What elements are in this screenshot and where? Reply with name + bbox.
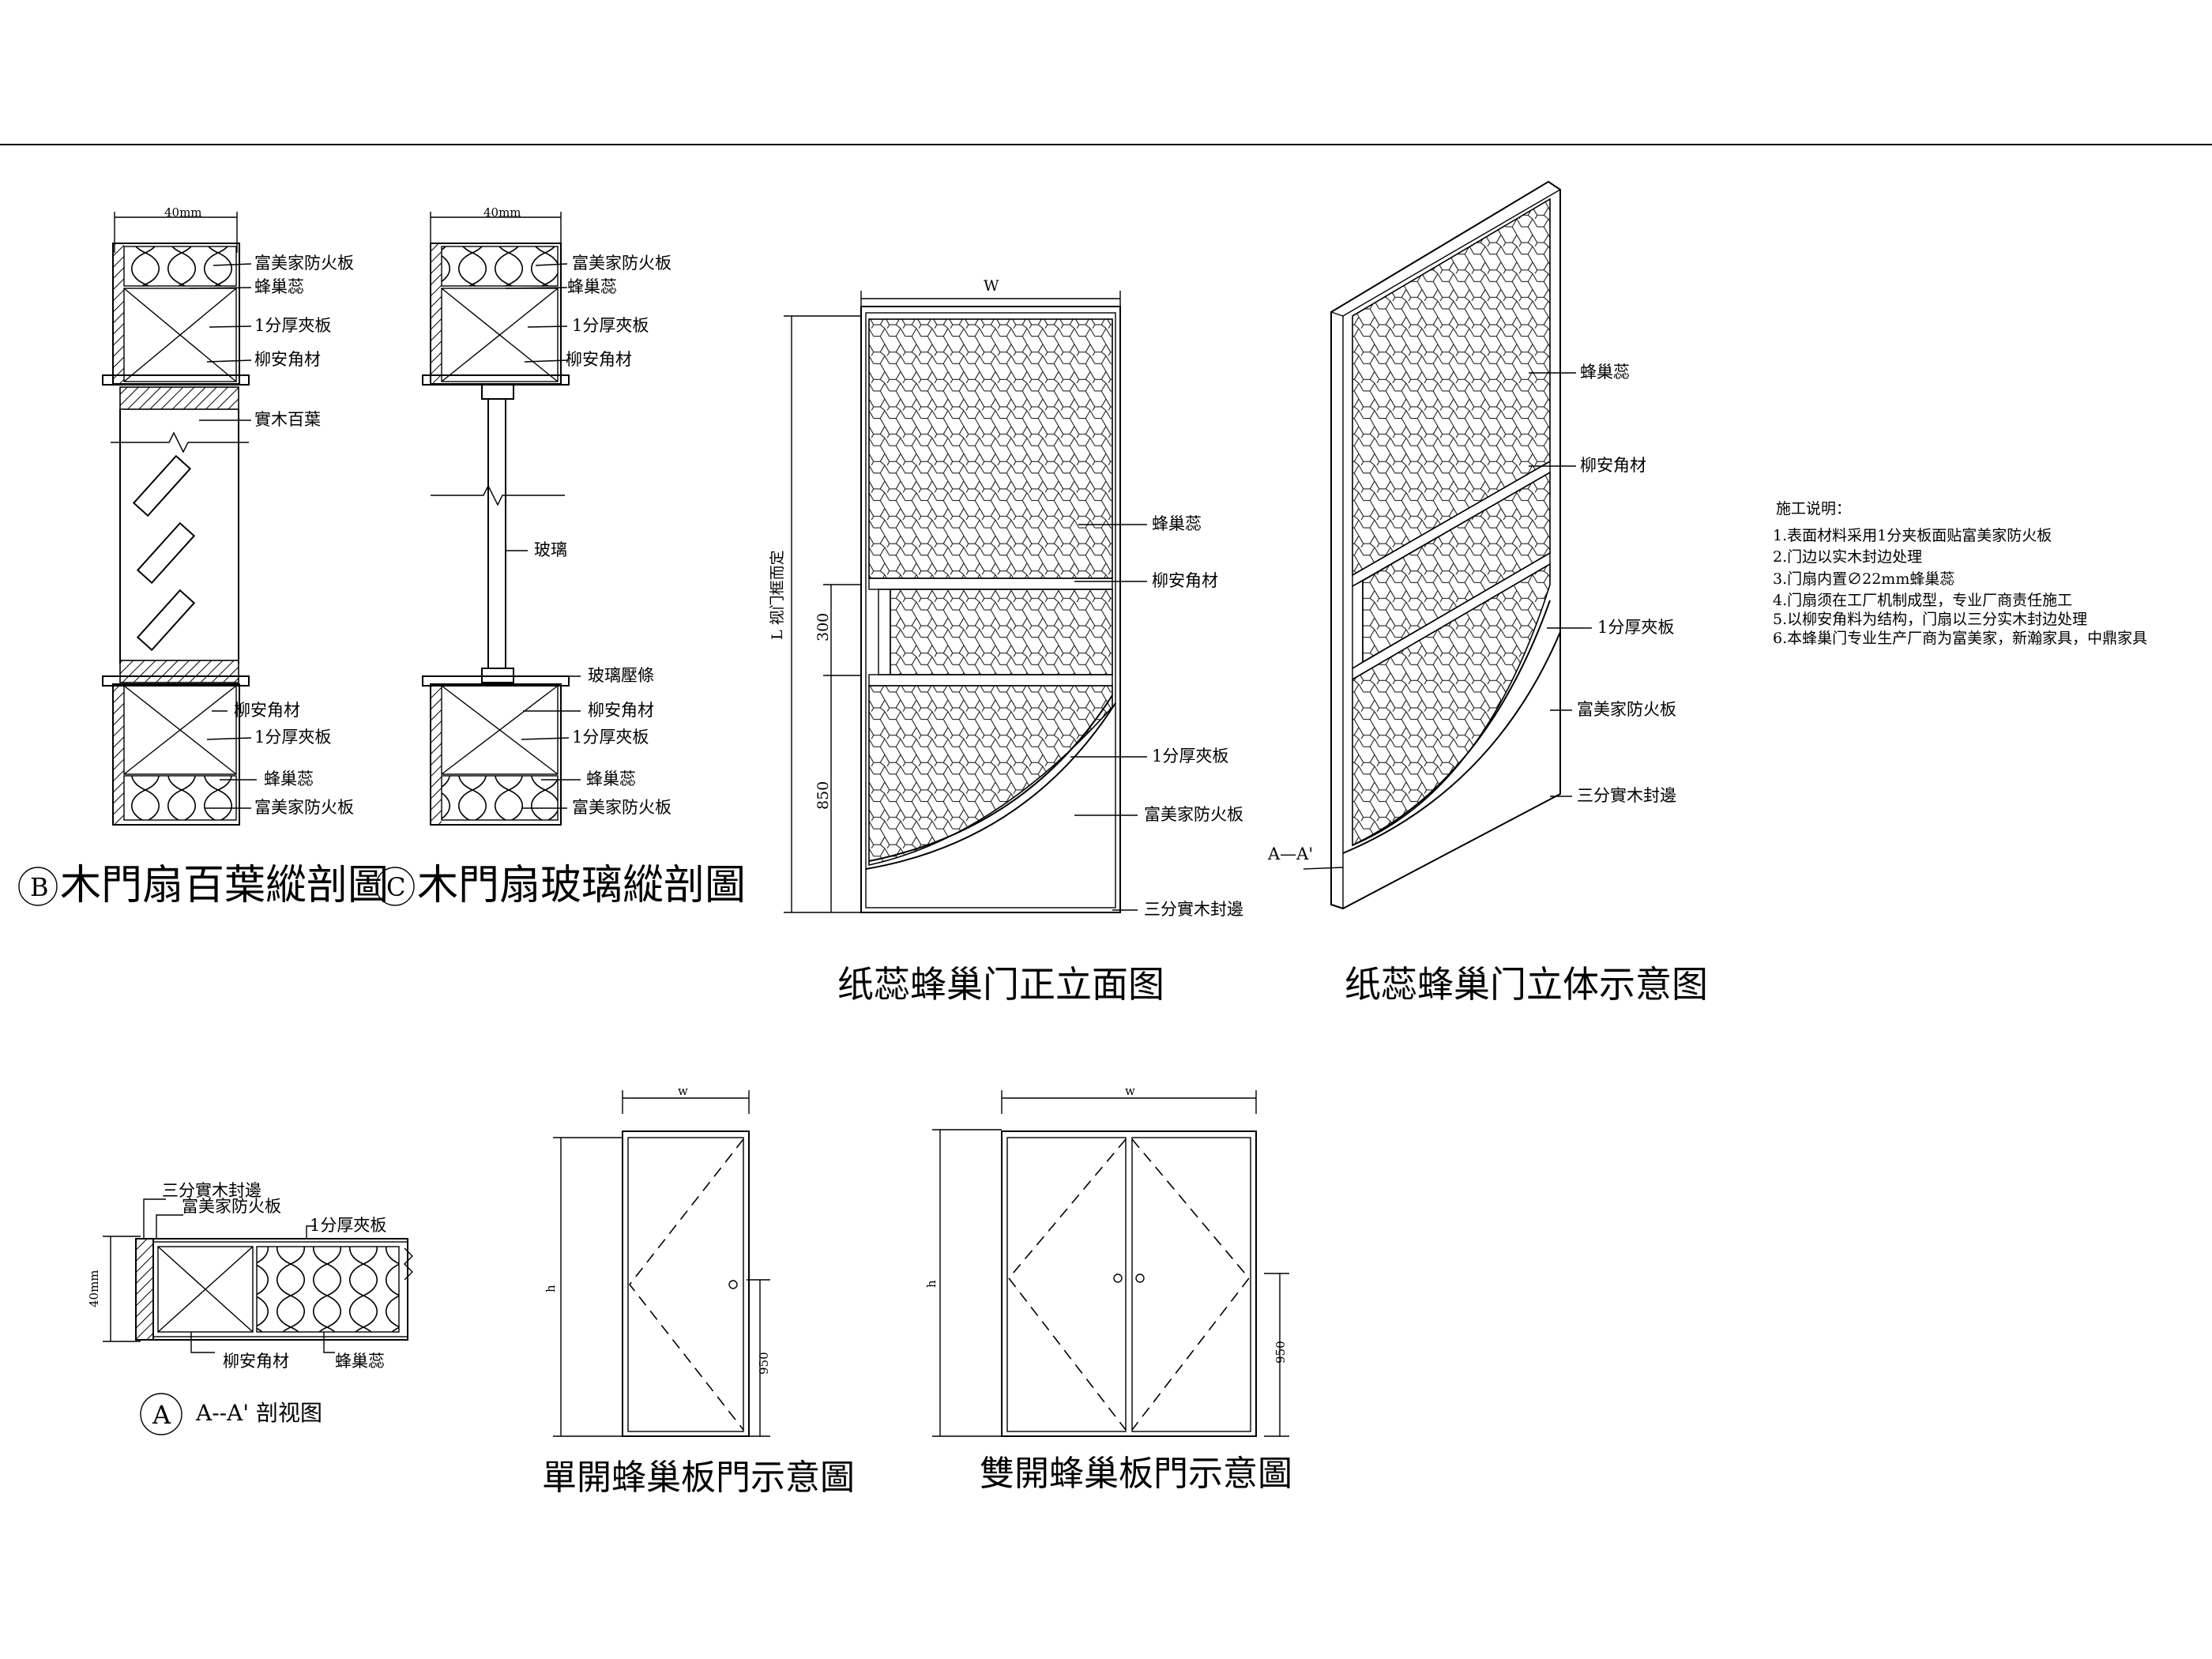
front-label-2: 柳安角材: [1152, 571, 1218, 590]
section-b-label-9: 富美家防火板: [254, 798, 354, 817]
double-door-handle-right: [1135, 1273, 1145, 1283]
section-c-title: 木門扇玻璃縱剖圖: [417, 862, 746, 909]
single-width-dim: w: [678, 1084, 688, 1098]
section-b-marker-circle: [18, 867, 58, 906]
front-label-4: 富美家防火板: [1144, 805, 1243, 824]
section-b-label-4: 柳安角材: [254, 350, 321, 369]
double-door: w h 950 雙開蜂巢板門示意圖: [924, 1084, 1292, 1494]
section-a-label-3: 1分厚夾板: [310, 1216, 386, 1235]
section-c-width-dim: 40mm: [483, 205, 521, 220]
isometric-title: 纸蕊蜂巢门立体示意图: [1345, 963, 1708, 1006]
section-a-title: A--A' 剖视图: [195, 1400, 322, 1426]
front-elevation: W L 视门框而定 300 850 蜂巢蕊 柳安角材 1分厚夾板: [769, 277, 1243, 1006]
iso-label-1: 蜂巢蕊: [1580, 363, 1630, 382]
section-a-label-1: 三分實木封邊: [162, 1181, 261, 1200]
front-width-dim: W: [984, 277, 999, 295]
section-c-label-1: 富美家防火板: [572, 254, 672, 273]
section-c-label-6: 玻璃壓條: [588, 666, 654, 685]
iso-label-4: 富美家防火板: [1577, 700, 1676, 719]
section-a-label-4: 柳安角材: [223, 1352, 289, 1371]
isometric-view: 蜂巢蕊 柳安角材 1分厚夾板 富美家防火板 三分實木封邊 A—A' 纸蕊蜂巢门立…: [1267, 180, 1708, 1006]
section-b-label-2: 蜂巢蕊: [254, 277, 304, 296]
double-handle-dim: 950: [1273, 1341, 1288, 1364]
section-a-label-2: 富美家防火板: [182, 1197, 281, 1216]
section-c-label-4: 柳安角材: [566, 350, 632, 369]
notes-item-5: 5.以柳安角料为结构，门扇以三分实木封边处理: [1773, 611, 2087, 628]
section-b-louver: 40mm: [18, 205, 389, 909]
section-c-marker: C: [386, 872, 405, 902]
section-b-label-6: 柳安角材: [234, 701, 300, 720]
section-b-width-dim: 40mm: [164, 205, 202, 220]
notes-item-6: 6.本蜂巢门专业生产厂商为富美家，新瀚家具，中鼎家具: [1773, 630, 2147, 647]
section-b-label-1: 富美家防火板: [254, 254, 354, 273]
front-label-3: 1分厚夾板: [1152, 747, 1228, 766]
double-height-dim: h: [924, 1280, 939, 1288]
notes-item-1: 1.表面材料采用1分夹板面贴富美家防火板: [1773, 527, 2052, 544]
section-c-glass: 40mm 富美家防火板: [375, 205, 746, 909]
section-c-label-9: 蜂巢蕊: [586, 769, 636, 788]
section-a-a: 40mm 三分實木封邊 富美家防火板 1分厚夾板 柳安角材 蜂巢蕊 A A--A…: [87, 1181, 413, 1435]
section-c-label-5: 玻璃: [534, 540, 567, 559]
single-door-title: 單開蜂巢板門示意圖: [542, 1458, 855, 1498]
single-door: w h 950 單開蜂巢板門示意圖: [542, 1084, 855, 1498]
front-elevation-title: 纸蕊蜂巢门正立面图: [837, 963, 1164, 1006]
section-b-label-7: 1分厚夾板: [254, 728, 331, 747]
section-c-label-10: 富美家防火板: [572, 798, 672, 817]
notes-item-4: 4.门扇须在工厂机制成型，专业厂商责任施工: [1773, 592, 2072, 609]
section-b-marker: B: [30, 872, 49, 902]
section-c-marker-circle: [375, 867, 415, 906]
double-width-dim: w: [1125, 1084, 1135, 1098]
section-a-marker: A: [152, 1400, 171, 1430]
front-dim-850: 850: [814, 781, 832, 810]
iso-label-3: 1分厚夾板: [1597, 618, 1674, 637]
iso-section-mark: A—A': [1267, 845, 1313, 863]
single-handle-dim: 950: [757, 1352, 771, 1375]
section-c-label-7: 柳安角材: [588, 701, 654, 720]
section-a-thickness: 40mm: [87, 1270, 101, 1307]
iso-label-5: 三分實木封邊: [1577, 786, 1676, 805]
section-c-label-8: 1分厚夾板: [572, 728, 649, 747]
section-a-marker-circle: [140, 1393, 182, 1435]
construction-notes: 施工说明： 1.表面材料采用1分夹板面贴富美家防火板 2.门边以实木封边处理 3…: [1773, 500, 2147, 647]
double-door-title: 雙開蜂巢板門示意圖: [980, 1454, 1292, 1494]
notes-item-2: 2.门边以实木封边处理: [1773, 548, 1922, 566]
section-c-label-2: 蜂巢蕊: [567, 277, 617, 296]
section-c-label-3: 1分厚夾板: [572, 316, 649, 335]
front-dim-300: 300: [814, 613, 832, 641]
section-b-label-8: 蜂巢蕊: [264, 769, 314, 788]
front-label-5: 三分實木封邊: [1144, 900, 1243, 919]
single-height-dim: h: [544, 1285, 558, 1292]
section-b-label-5: 實木百葉: [254, 410, 321, 429]
single-door-handle: [728, 1280, 738, 1289]
notes-heading: 施工说明：: [1776, 500, 1851, 517]
section-b-label-3: 1分厚夾板: [254, 316, 331, 335]
double-door-handle-left: [1113, 1273, 1123, 1283]
notes-item-3: 3.门扇内置∅22mm蜂巢蕊: [1773, 570, 1954, 588]
front-label-1: 蜂巢蕊: [1152, 514, 1202, 533]
section-b-title: 木門扇百葉縱剖圖: [60, 862, 389, 909]
front-height-dim: L 视门框而定: [769, 550, 786, 640]
section-a-label-5: 蜂巢蕊: [335, 1352, 385, 1371]
iso-label-2: 柳安角材: [1580, 456, 1646, 475]
